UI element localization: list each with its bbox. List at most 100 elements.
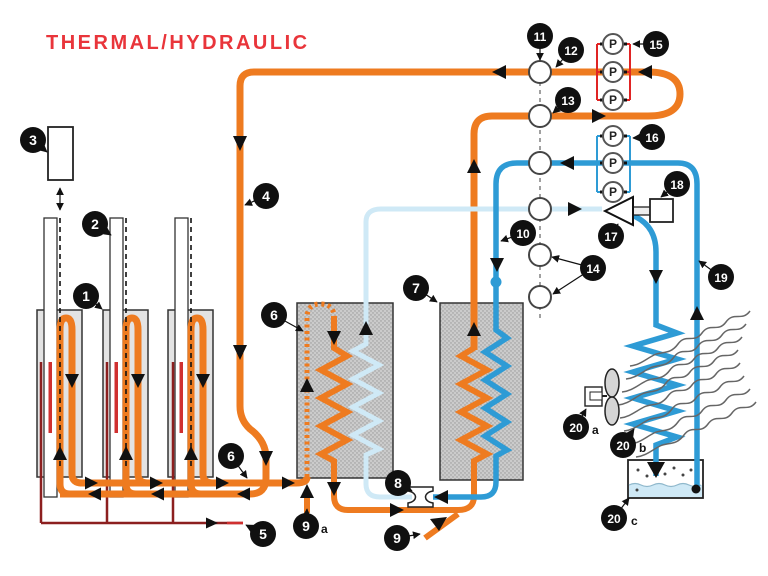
callout-20c-label: 20	[607, 512, 621, 526]
heater-rod-2	[114, 362, 118, 433]
liquid-surface	[628, 482, 702, 488]
pump-label: P	[609, 37, 617, 51]
callout-15-label: 15	[649, 38, 663, 52]
nozzle-cone	[602, 195, 634, 227]
callout-18-label: 18	[670, 178, 684, 192]
bus-flow-arrow	[206, 517, 218, 529]
callout-14: 14	[580, 255, 606, 281]
vessel-3-tube	[174, 217, 189, 498]
callout-4-label: 4	[262, 188, 270, 204]
diagram-title: THERMAL/HYDRAULIC	[46, 32, 310, 54]
callout-6-line: 6	[218, 443, 244, 469]
blue-junction-dot	[490, 276, 502, 288]
heater-leads-bus	[39, 362, 243, 529]
pump-units-hot: P P P	[600, 33, 627, 111]
callout-1: 1	[73, 283, 99, 309]
callout-17-label: 17	[604, 230, 618, 244]
callout-9a-label: 9	[302, 518, 310, 534]
sensor-circle	[528, 60, 552, 84]
callout-5-label: 5	[259, 526, 267, 542]
flow-arrows	[53, 65, 704, 531]
callout-9-label: 9	[393, 530, 401, 546]
pump-label: P	[609, 129, 617, 143]
callout-18: 18	[664, 171, 690, 197]
pump-label: P	[609, 185, 617, 199]
callout-2: 2	[82, 211, 108, 237]
callout-5: 5	[250, 521, 276, 547]
callout-13: 13	[555, 87, 581, 113]
callout-8-label: 8	[394, 475, 402, 491]
callout-4: 4	[253, 183, 279, 209]
fan-blade-top	[604, 368, 620, 398]
expansion-valve	[407, 486, 434, 508]
callout-13-label: 13	[561, 94, 575, 108]
heater-rod-1	[48, 362, 52, 433]
callout-20c-sub: c	[631, 514, 638, 528]
fan-blade-bottom	[604, 396, 620, 426]
callout-17: 17	[598, 223, 624, 249]
callout-12: 12	[558, 37, 584, 63]
callout-6-line-label: 6	[227, 448, 235, 464]
callout-9: 9	[384, 525, 410, 551]
callout-6-coil-label: 6	[270, 307, 278, 323]
callout-20b-label: 20	[616, 439, 630, 453]
callout-11-label: 11	[534, 30, 547, 44]
rod-drive-box	[47, 126, 74, 181]
callout-12-label: 12	[564, 44, 578, 58]
control-rods	[47, 126, 192, 468]
cold-loop-piping	[433, 303, 513, 500]
callout-14-label: 14	[586, 262, 600, 276]
callout-1-label: 1	[82, 288, 90, 304]
pump-units-cold: P P P	[600, 125, 627, 203]
callout-3: 3	[20, 127, 46, 153]
airflow-lines	[617, 310, 757, 458]
hot-pump-bank: P P P	[596, 33, 631, 111]
callout-20a: 20 a	[563, 414, 599, 440]
callout-9a-sub: a	[321, 522, 328, 536]
callout-20a-label: 20	[569, 421, 583, 435]
callout-15: 15	[643, 31, 669, 57]
callout-20c: 20 c	[601, 505, 638, 531]
callout-2-label: 2	[91, 216, 99, 232]
pump-label: P	[609, 65, 617, 79]
callout-19-label: 19	[714, 271, 728, 285]
callout-10: 10	[510, 220, 536, 246]
sensor-circle	[528, 197, 552, 221]
callout-20b: 20 b	[610, 432, 646, 458]
callout-6-coil: 6	[261, 302, 287, 328]
pale-coolant-piping	[347, 206, 602, 500]
sensor-circle	[528, 285, 552, 309]
callout-11: 11	[527, 23, 553, 49]
jet-nozzle-assembly	[602, 195, 674, 227]
callout-20a-sub: a	[592, 423, 599, 437]
pump-label: P	[609, 93, 617, 107]
callout-8: 8	[385, 470, 411, 496]
callout-10-label: 10	[516, 227, 530, 241]
suction-dip-dot	[691, 484, 701, 494]
cold-pump-bank: P P P	[596, 125, 631, 203]
callout-19: 19	[708, 264, 734, 290]
sensor-circle	[528, 243, 552, 267]
callout-7: 7	[403, 275, 429, 301]
fan-motor-inner	[589, 391, 603, 401]
vessel-2-tube	[109, 217, 124, 498]
nozzle-shaft	[632, 206, 652, 216]
hot-loop-piping	[56, 68, 684, 541]
actuator-box	[649, 198, 674, 223]
fan-assembly	[584, 368, 620, 426]
reservoir-tank	[627, 459, 704, 499]
vessel-1-tube	[43, 217, 58, 498]
callout-20b-sub: b	[639, 441, 646, 455]
callout-7-label: 7	[412, 280, 420, 296]
pump-label: P	[609, 156, 617, 170]
sensor-circle	[528, 151, 552, 175]
callout-16: 16	[639, 124, 665, 150]
callout-3-label: 3	[29, 132, 37, 148]
callout-16-label: 16	[645, 131, 659, 145]
heater-rod-3	[179, 362, 183, 433]
sensor-circles	[528, 60, 552, 309]
